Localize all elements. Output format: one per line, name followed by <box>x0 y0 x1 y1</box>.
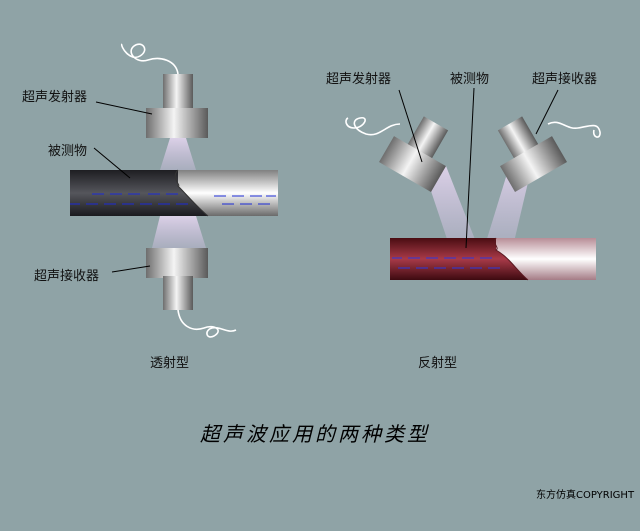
receiver-cable <box>177 309 237 338</box>
reflect-receiver <box>497 116 567 193</box>
copyright-text: 东方仿真COPYRIGHT <box>536 490 635 501</box>
transmitter-top <box>163 74 193 110</box>
reflection-setup <box>345 87 601 281</box>
test-object-bar <box>70 169 278 217</box>
reflect-transmitter-label: 超声发射器 <box>326 72 392 87</box>
reflect-transmitter-cable <box>345 117 401 136</box>
diagram-caption: 超声波应用的两种类型 <box>200 422 430 446</box>
beam-lower <box>152 216 206 248</box>
reflect-receiver-label: 超声接收器 <box>532 72 598 87</box>
receiver-body <box>146 248 208 278</box>
receiver-label: 超声接收器 <box>34 269 100 284</box>
reflect-object-label: 被测物 <box>450 72 490 87</box>
receiver-bottom <box>163 276 193 310</box>
transmitter-label: 超声发射器 <box>22 90 88 105</box>
reflect-transmitter <box>379 116 449 193</box>
reflect-test-object-bar <box>390 237 596 281</box>
transmission-type-label: 透射型 <box>150 356 190 371</box>
beam-upper <box>160 138 196 170</box>
object-label: 被测物 <box>48 144 88 159</box>
reflection-type-label: 反射型 <box>418 356 458 371</box>
beam-incident <box>426 166 476 242</box>
reflect-receiver-cable <box>547 121 601 138</box>
transmission-setup <box>70 43 278 338</box>
transmitter-cable <box>120 43 179 75</box>
transmitter-body <box>146 108 208 138</box>
